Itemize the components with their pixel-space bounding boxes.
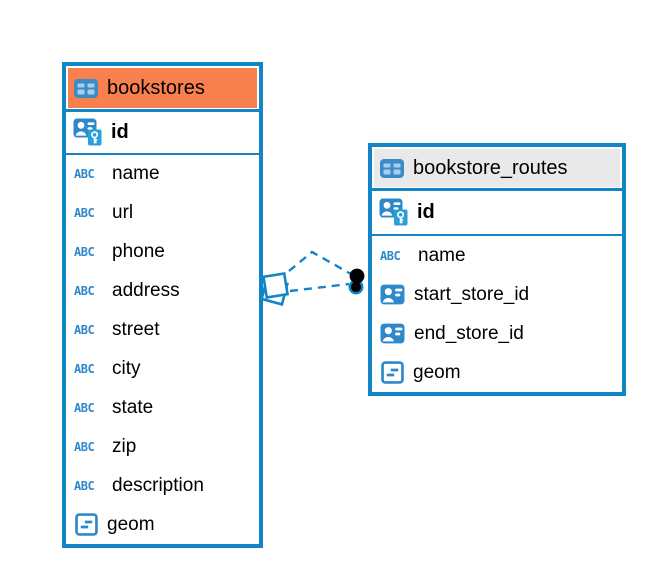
column-name: zip xyxy=(112,435,137,457)
column-name: id xyxy=(111,120,129,143)
filled-dot-marker xyxy=(348,279,364,295)
text-type-icon: ABC xyxy=(74,361,95,376)
table-icon xyxy=(379,158,405,179)
column-name: description xyxy=(112,474,204,496)
table-row[interactable]: ABC name xyxy=(372,236,622,275)
table-row[interactable]: ABC city xyxy=(66,350,259,389)
table-row[interactable]: ABC phone xyxy=(66,233,259,272)
relationship-line-lower[interactable] xyxy=(289,282,350,293)
column-name: name xyxy=(418,244,466,266)
table-row[interactable]: ABC url xyxy=(66,194,259,233)
header-separator xyxy=(372,188,622,191)
geometry-type-icon xyxy=(381,361,404,384)
column-name: id xyxy=(417,200,435,223)
key-separator xyxy=(372,233,622,236)
column-name: address xyxy=(112,280,180,302)
table-row[interactable]: ABC state xyxy=(66,388,259,427)
primary-key-icon xyxy=(73,118,103,146)
column-list: ABC name ABC url ABC phone ABC address A… xyxy=(66,155,259,544)
stacked-squares-marker xyxy=(260,271,290,306)
foreign-key-icon xyxy=(380,284,405,305)
column-name: geom xyxy=(413,361,461,383)
text-type-icon: ABC xyxy=(380,248,401,263)
column-name: street xyxy=(112,319,160,341)
relationship-line-upper[interactable] xyxy=(288,250,352,276)
key-separator xyxy=(66,152,259,155)
table-row[interactable]: end_store_id xyxy=(372,314,622,353)
table-row[interactable]: geom xyxy=(372,353,622,392)
table-row[interactable]: geom xyxy=(66,505,259,544)
table-header[interactable]: bookstore_routes xyxy=(372,147,622,188)
column-name: end_store_id xyxy=(414,322,524,344)
table-row[interactable]: start_store_id xyxy=(372,275,622,314)
column-name: phone xyxy=(112,241,165,263)
foreign-key-icon xyxy=(380,323,405,344)
text-type-icon: ABC xyxy=(74,284,95,299)
column-name: city xyxy=(112,357,141,379)
table-row[interactable]: ABC zip xyxy=(66,427,259,466)
column-name: name xyxy=(112,163,160,185)
primary-key-icon xyxy=(379,198,409,226)
relationship-connector[interactable] xyxy=(260,250,365,306)
text-type-icon: ABC xyxy=(74,167,95,182)
text-type-icon: ABC xyxy=(74,439,95,454)
filled-dot-marker xyxy=(349,268,365,284)
geometry-type-icon xyxy=(75,513,98,536)
table-icon xyxy=(73,78,99,99)
column-list: ABC name start_store_id end_store_id geo… xyxy=(372,236,622,392)
text-type-icon: ABC xyxy=(74,400,95,415)
table-row[interactable]: id xyxy=(372,191,622,234)
text-type-icon: ABC xyxy=(74,323,95,338)
header-separator xyxy=(66,109,259,112)
entity-table-bookstore-routes[interactable]: bookstore_routes id ABC name start_store… xyxy=(368,143,626,396)
column-name: start_store_id xyxy=(414,283,530,305)
table-row[interactable]: ABC address xyxy=(66,272,259,311)
column-name: geom xyxy=(107,513,155,535)
text-type-icon: ABC xyxy=(74,245,95,260)
table-row[interactable]: id xyxy=(66,112,259,153)
table-row[interactable]: ABC description xyxy=(66,466,259,505)
entity-table-bookstores[interactable]: bookstores id ABC name ABC url ABC phone… xyxy=(62,62,263,548)
table-title: bookstores xyxy=(107,76,205,99)
column-name: url xyxy=(112,202,134,224)
text-type-icon: ABC xyxy=(74,206,95,221)
text-type-icon: ABC xyxy=(74,478,95,493)
table-row[interactable]: ABC name xyxy=(66,155,259,194)
table-title: bookstore_routes xyxy=(413,156,568,179)
table-header[interactable]: bookstores xyxy=(66,66,259,109)
column-name: state xyxy=(112,396,154,418)
table-row[interactable]: ABC street xyxy=(66,311,259,350)
